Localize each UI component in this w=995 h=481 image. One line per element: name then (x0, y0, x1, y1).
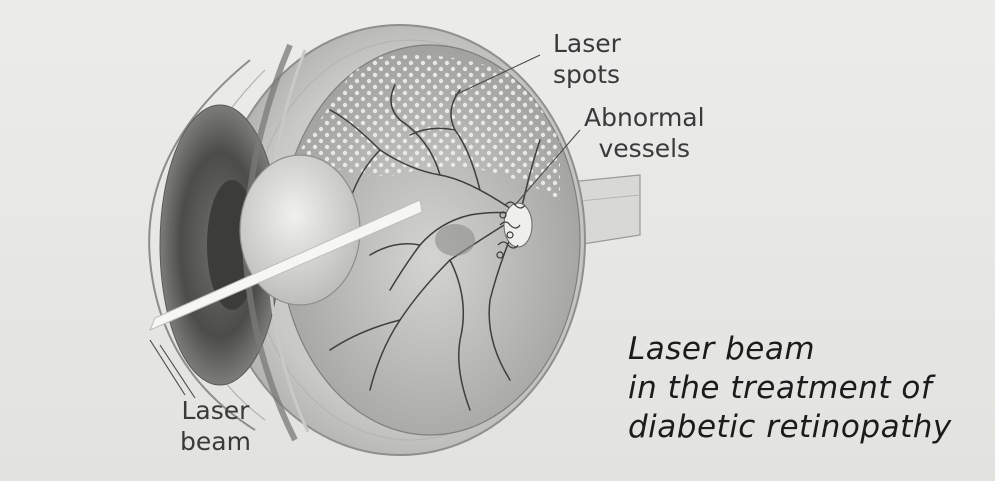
abnormal-vessels-label-line1: Abnormal (584, 102, 705, 133)
macula (435, 224, 475, 256)
laser-spots-label-line2: spots (553, 59, 621, 90)
laser-spots-label: Laser spots (553, 28, 621, 90)
laser-spots-label-line1: Laser (553, 28, 621, 59)
optic-disc (504, 203, 532, 247)
caption-line-1: Laser beam (628, 330, 952, 369)
abnormal-vessels-label-line2: vessels (584, 133, 705, 164)
laser-beam-label-line2: beam (180, 426, 251, 457)
figure-caption: Laser beam in the treatment of diabetic … (628, 330, 952, 447)
caption-line-2: in the treatment of (628, 369, 952, 408)
laser-beam-label-line1: Laser (180, 395, 251, 426)
caption-line-3: diabetic retinopathy (628, 408, 952, 447)
abnormal-vessels-label: Abnormal vessels (584, 102, 705, 164)
laser-beam-label: Laser beam (180, 395, 251, 457)
